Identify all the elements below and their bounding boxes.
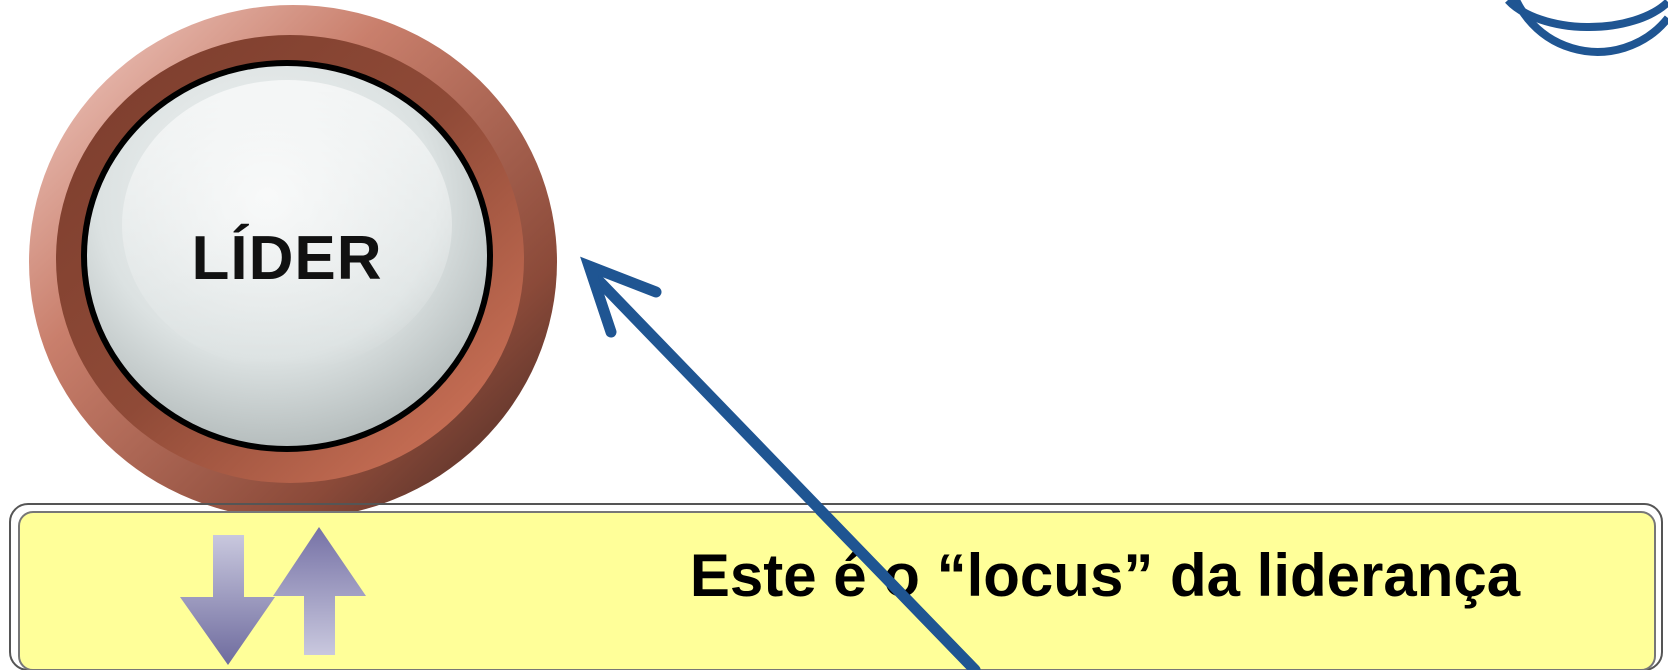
button-highlight [122, 80, 452, 370]
banner-text: Este é o “locus” da liderança [689, 542, 1521, 609]
exchange-arrows-icon [180, 527, 366, 665]
leader-button[interactable] [29, 5, 557, 519]
leader-label: LÍDER [191, 224, 383, 293]
partial-circle-arc [1505, 0, 1668, 32]
partial-circle-icon [1511, 0, 1668, 56]
